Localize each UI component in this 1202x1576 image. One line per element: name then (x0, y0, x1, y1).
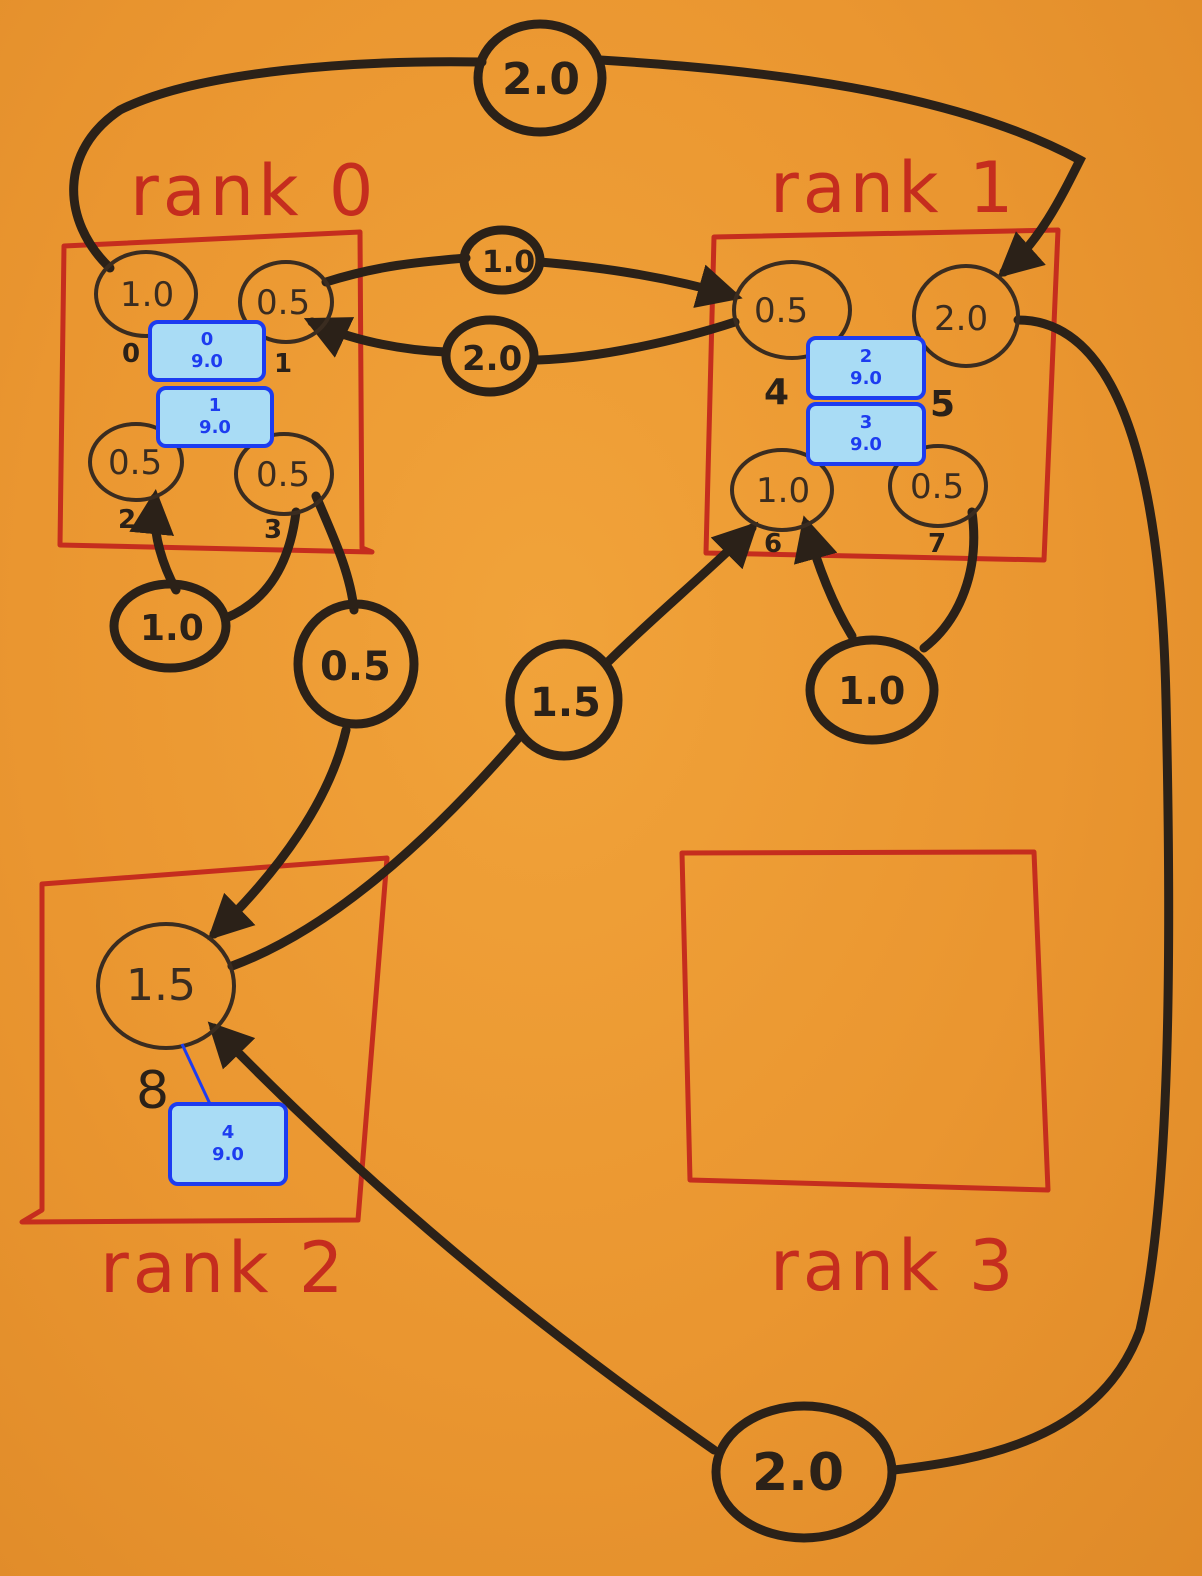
rank-0-box (57, 229, 375, 555)
edge-8-to-6-a (227, 731, 525, 971)
overlay-4-value: 9.0 (212, 1144, 244, 1165)
node-8-index: 8 (136, 1061, 169, 1121)
node-7-circle (888, 444, 988, 528)
edge-node-1-4-circle (459, 225, 545, 295)
edge-node-8-6-circle (505, 639, 623, 761)
node-5-index: 5 (930, 384, 955, 425)
edge-node-4-1-value: 2.0 (462, 339, 522, 379)
edge-3-to-8-b (207, 725, 351, 941)
edge-node-4-1-circle (441, 315, 539, 397)
edge-node-3-8-value: 0.5 (320, 644, 391, 690)
overlay-2-id: 2 (859, 346, 873, 367)
rank-1-box (703, 227, 1061, 563)
edge-node-1-4-value: 1.0 (482, 245, 535, 280)
edge-8-to-6-b (603, 521, 759, 667)
node-3-circle (234, 432, 334, 516)
overlay-0-id: 0 (200, 329, 214, 350)
rank-3-label: rank 3 (770, 1225, 1017, 1307)
edge-top-loop-left (69, 57, 487, 273)
node-2-circle (88, 422, 184, 502)
edge-node-rank1-value: 1.0 (838, 669, 905, 713)
edge-7-to-6-b (793, 515, 857, 641)
edge-node-8-6-value: 1.5 (530, 680, 601, 726)
node-3-value: 0.5 (256, 455, 310, 495)
node-2-index: 2 (118, 505, 136, 535)
edge-5-to-8-b (207, 1021, 719, 1455)
overlay-4-connector (180, 1043, 212, 1105)
node-1-value: 0.5 (256, 283, 310, 323)
rank-0-label: rank 0 (130, 150, 377, 232)
edge-7-to-6-a (919, 507, 979, 653)
node-0-value: 1.0 (120, 275, 174, 315)
edge-node-3-8-circle (293, 599, 419, 729)
edge-node-rank0-value: 1.0 (140, 608, 204, 649)
edge-4-to-1-a (533, 317, 740, 365)
edge-3-to-2-b (129, 489, 181, 595)
node-8-value: 1.5 (126, 960, 196, 1011)
edge-node-top-circle (473, 19, 607, 137)
node-0-index: 0 (122, 339, 140, 369)
edge-3-to-8-a (311, 491, 359, 615)
overlay-1-id: 1 (208, 395, 222, 416)
edge-top-loop-right (595, 55, 1086, 278)
edge-1-to-4-b (535, 257, 743, 308)
node-5-value: 2.0 (934, 299, 988, 339)
overlay-2-value: 9.0 (850, 368, 882, 389)
edge-node-rank1-circle (805, 635, 939, 745)
node-0-circle (94, 250, 198, 338)
node-1-index: 1 (274, 349, 292, 379)
overlay-4-id: 4 (221, 1122, 235, 1143)
rank-1-label: rank 1 (770, 147, 1017, 229)
rank-2-box (19, 855, 390, 1225)
edge-5-to-8-a (889, 315, 1174, 1475)
node-5-circle (912, 264, 1020, 368)
node-1-circle (238, 260, 334, 344)
node-4-value: 0.5 (754, 291, 808, 331)
edge-node-bottom-circle (711, 1401, 897, 1543)
edge-3-to-2-a (221, 507, 301, 623)
edge-1-to-4-a (321, 253, 471, 287)
overlay-label-1[interactable]: 1 9.0 (156, 386, 274, 448)
node-6-value: 1.0 (756, 471, 810, 511)
node-7-value: 0.5 (910, 467, 964, 507)
node-4-circle (732, 260, 852, 360)
rank-3-box (679, 849, 1051, 1193)
node-4-index: 4 (764, 372, 789, 413)
overlay-label-4[interactable]: 4 9.0 (168, 1102, 288, 1186)
overlay-0-value: 9.0 (191, 351, 223, 372)
node-7-index: 7 (928, 529, 946, 559)
node-6-index: 6 (764, 529, 782, 559)
node-6-circle (730, 448, 834, 532)
overlay-label-0[interactable]: 0 9.0 (148, 320, 266, 382)
edge-node-rank0-circle (109, 579, 231, 673)
overlay-3-id: 3 (859, 412, 873, 433)
node-2-value: 0.5 (108, 443, 162, 483)
node-3-index: 3 (264, 515, 282, 545)
node-8-circle (96, 922, 236, 1050)
edge-4-to-1-b (303, 317, 451, 358)
overlay-3-value: 9.0 (850, 434, 882, 455)
overlay-label-2[interactable]: 2 9.0 (806, 336, 926, 400)
edge-node-bottom-value: 2.0 (752, 1443, 844, 1503)
overlay-label-3[interactable]: 3 9.0 (806, 402, 926, 466)
rank-2-label: rank 2 (100, 1227, 347, 1309)
overlay-1-value: 9.0 (199, 417, 231, 438)
edge-node-top-value: 2.0 (502, 54, 580, 105)
